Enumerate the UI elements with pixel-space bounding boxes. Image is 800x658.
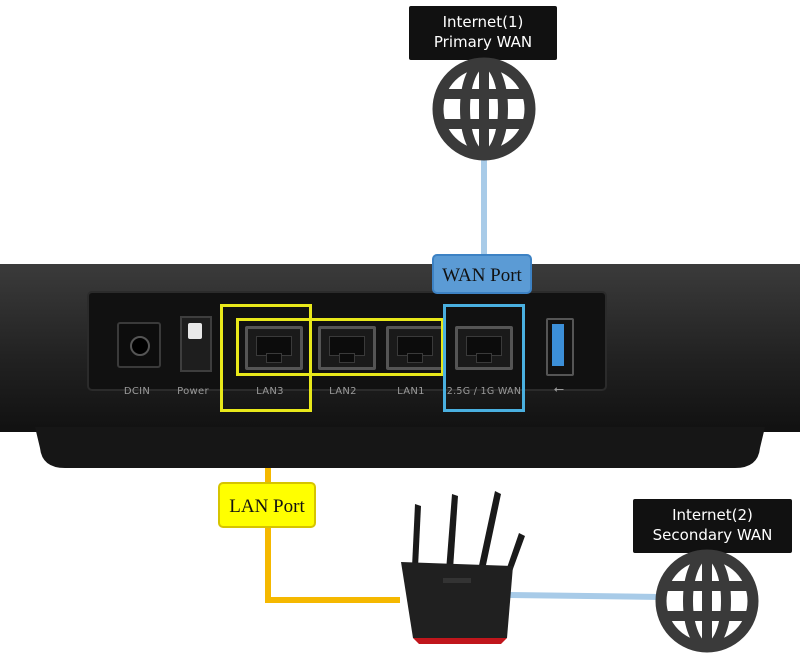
- router-icon: [401, 491, 525, 644]
- lan3-highlight: [220, 304, 312, 412]
- dcin-label: DCIN: [123, 386, 151, 397]
- usb-port: [546, 318, 574, 376]
- secondary-wan-cable: [509, 592, 661, 600]
- internet1-label: Internet(1) Primary WAN: [409, 6, 557, 60]
- lan-port-callout: LAN Port: [218, 482, 316, 528]
- lan-cable: [265, 410, 400, 603]
- dcin-port: [117, 322, 161, 368]
- lan-ports-highlight: [236, 318, 444, 376]
- wan-port: [455, 326, 513, 370]
- internet2-label: Internet(2) Secondary WAN: [633, 499, 792, 553]
- globe-icon: [432, 57, 536, 161]
- internet2-subtitle: Secondary WAN: [652, 526, 773, 544]
- lan3-label: LAN3: [256, 386, 284, 397]
- lan2-label: LAN2: [329, 386, 357, 397]
- power-label: Power: [177, 386, 209, 397]
- wan-port-highlight: [443, 304, 525, 412]
- internet2-title: Internet(2): [672, 506, 753, 524]
- internet1-title: Internet(1): [442, 13, 524, 31]
- lan2-port: [318, 326, 376, 370]
- device-back-panel: DCIN Power LAN3 LAN2 LAN1 2.5G / 1G WAN …: [0, 262, 800, 470]
- power-switch: [180, 316, 212, 372]
- internet1-subtitle: Primary WAN: [433, 33, 533, 51]
- lan1-label: LAN1: [397, 386, 425, 397]
- wan-port-callout: WAN Port: [432, 254, 532, 294]
- lan3-port: [245, 326, 303, 370]
- wan-label: 2.5G / 1G WAN: [446, 386, 522, 397]
- usb-label: ⭠: [553, 382, 565, 397]
- globe-icon: [655, 549, 759, 653]
